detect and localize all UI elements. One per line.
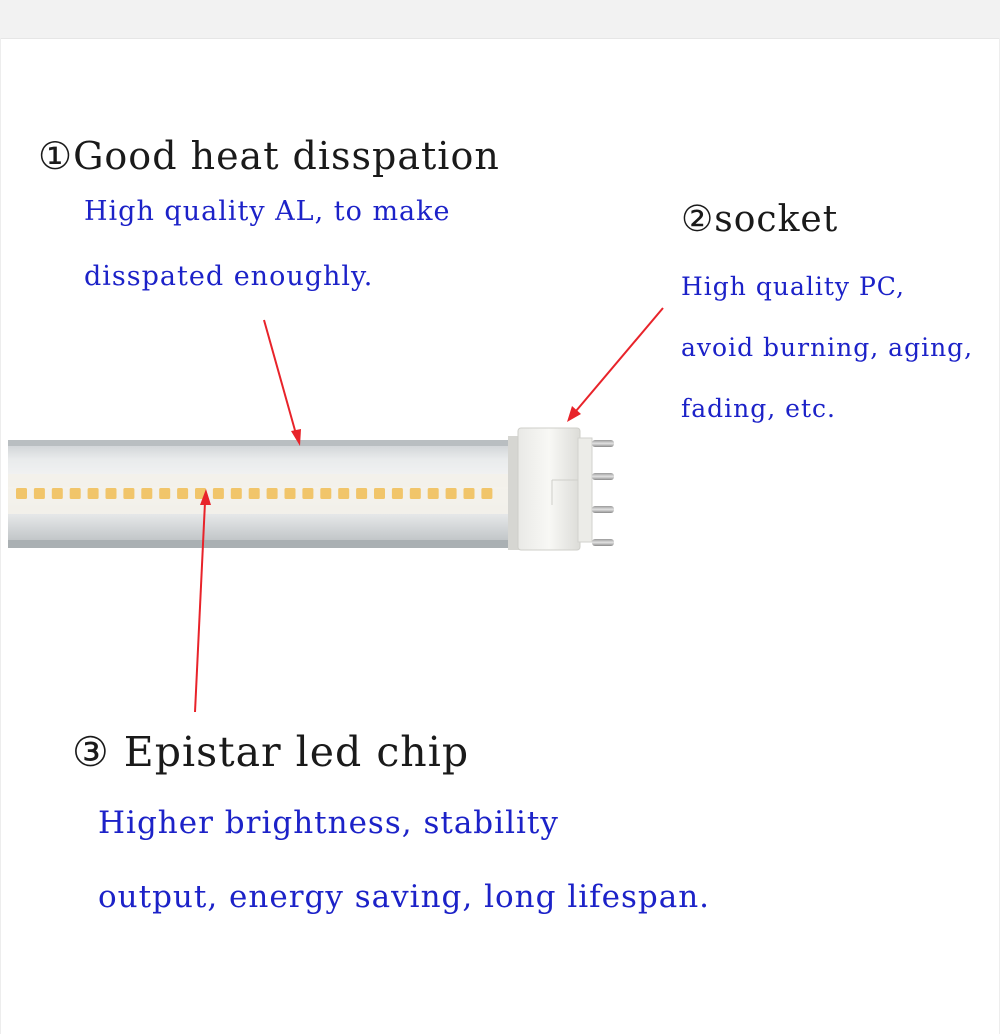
- led-chip: [105, 488, 117, 499]
- led-chip: [51, 488, 63, 499]
- led-chip: [177, 488, 189, 499]
- led-chip: [123, 488, 135, 499]
- led-chip: [302, 488, 314, 499]
- socket-cap: [508, 427, 593, 551]
- led-chip: [87, 488, 99, 499]
- socket-title-text: socket: [714, 199, 839, 240]
- led-chip: [248, 488, 260, 499]
- top-band: [0, 0, 1000, 39]
- led-chip: [338, 488, 350, 499]
- heat-dissipation-title-text: Good heat disspation: [73, 134, 500, 178]
- led-chip: [284, 488, 296, 499]
- arrow-to-socket: [567, 307, 664, 422]
- led-chip: [463, 488, 475, 499]
- circled-number-one: ①: [38, 134, 74, 178]
- frame-left-edge: [0, 38, 1, 1034]
- led-chip: [212, 488, 224, 499]
- socket-title: ②socket: [681, 199, 838, 240]
- led-chip: [320, 488, 332, 499]
- led-chip-row: [16, 488, 493, 499]
- led-chip: [481, 488, 493, 499]
- led-chip-desc-line-2: output, energy saving, long lifespan.: [98, 879, 711, 915]
- heat-dissipation-desc-line-2: disspated enoughly.: [84, 261, 374, 292]
- socket-desc-line-3: fading, etc.: [681, 394, 836, 423]
- led-chip: [69, 488, 81, 499]
- led-chip-title: ③ Epistar led chip: [72, 728, 469, 776]
- circled-number-three: ③: [72, 728, 110, 776]
- led-chip: [33, 488, 45, 499]
- led-chip: [159, 488, 171, 499]
- led-chip: [445, 488, 457, 499]
- led-chip: [356, 488, 368, 499]
- led-chip: [409, 488, 421, 499]
- led-chip-desc-line-1: Higher brightness, stability: [98, 805, 559, 841]
- socket-desc-line-2: avoid burning, aging,: [681, 333, 974, 362]
- led-chip: [266, 488, 278, 499]
- led-chip-title-text: Epistar led chip: [109, 728, 470, 776]
- led-chip: [16, 488, 27, 499]
- tube-body: [8, 440, 514, 548]
- arrow-to-led-chip: [194, 489, 211, 713]
- led-chip: [195, 488, 206, 499]
- circled-number-two: ②: [681, 199, 715, 240]
- socket-desc-line-1: High quality PC,: [681, 272, 905, 301]
- led-chip: [230, 488, 242, 499]
- heat-dissipation-title: ①Good heat disspation: [38, 134, 500, 178]
- arrow-to-aluminum-body: [263, 319, 301, 446]
- heat-dissipation-desc-line-1: High quality AL, to make: [84, 196, 451, 227]
- led-chip: [391, 488, 403, 499]
- socket-pins: [592, 440, 614, 546]
- led-chip: [427, 488, 439, 499]
- led-chip: [141, 488, 153, 499]
- led-chip: [374, 488, 385, 499]
